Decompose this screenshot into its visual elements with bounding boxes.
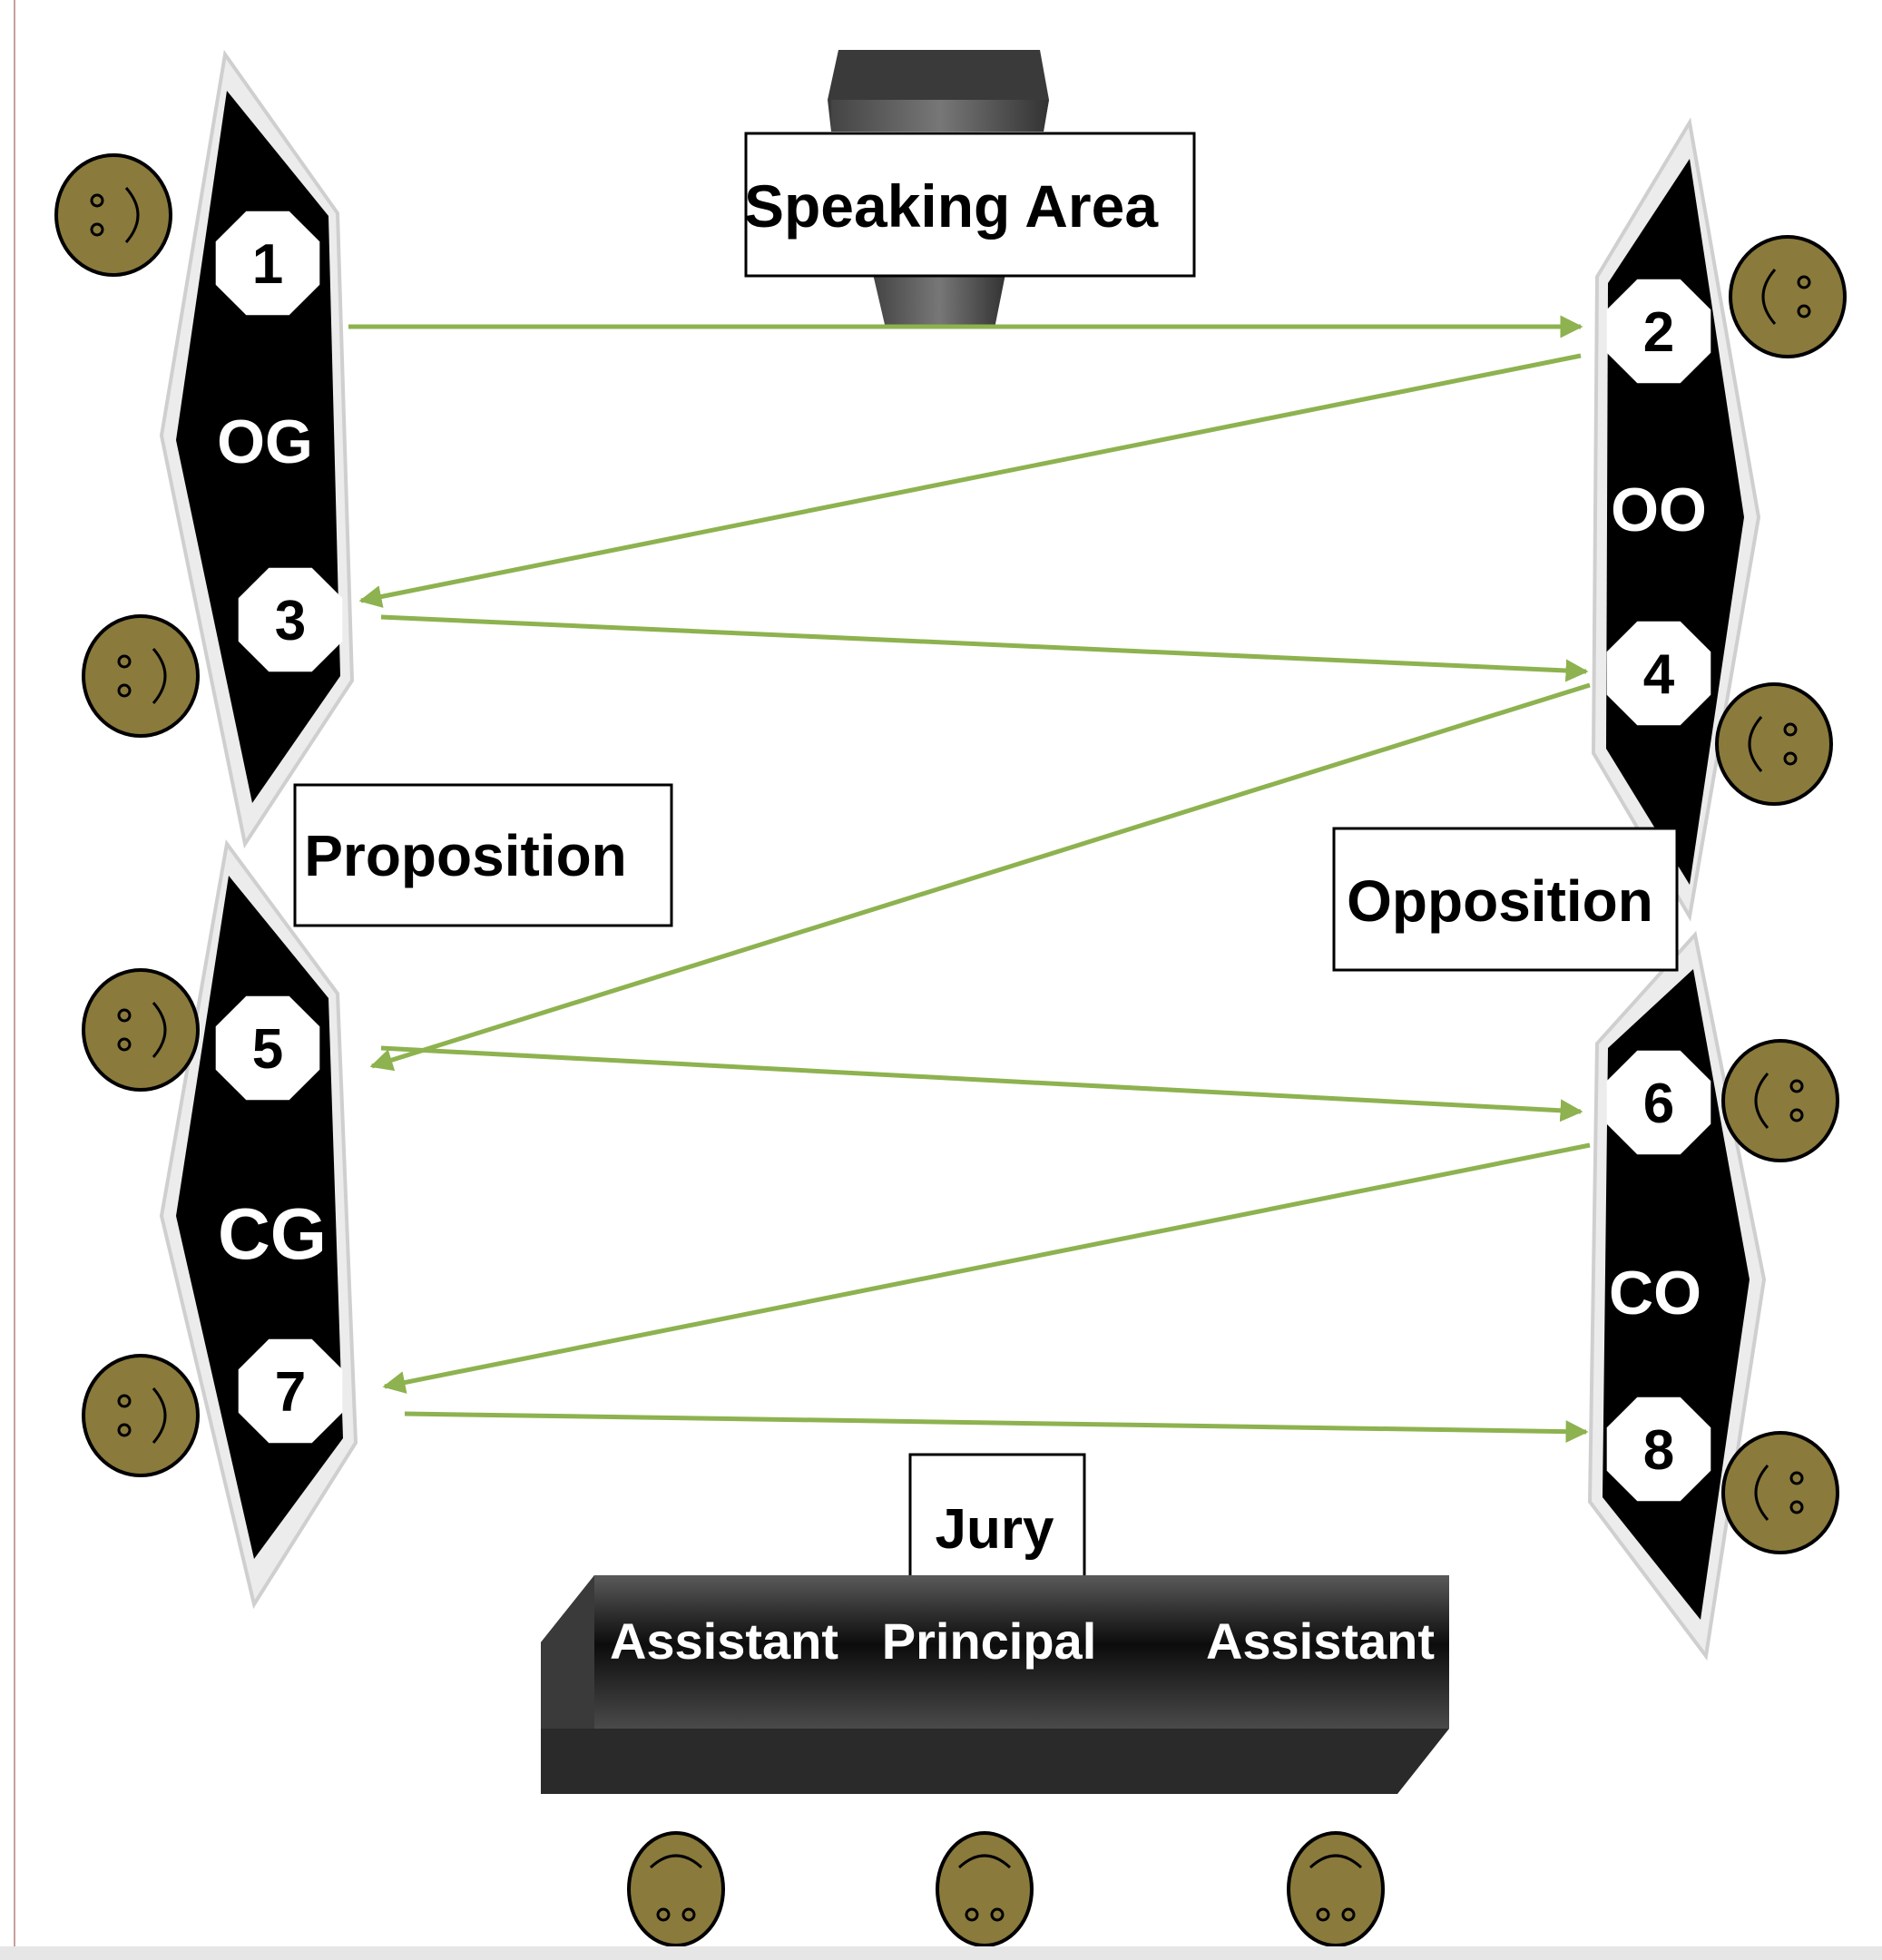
smiley-face-icon <box>1287 1831 1385 1947</box>
team-label-oo: OO <box>1611 475 1707 544</box>
jury-assistant-right: Assistant <box>1206 1612 1435 1670</box>
speaker-number-5: 5 <box>252 1018 283 1081</box>
smiley-face-icon <box>1721 1039 1839 1162</box>
arrow-2-to-3 <box>358 353 1582 608</box>
smiley-face-icon <box>1715 682 1833 806</box>
proposition-label: Proposition <box>304 823 627 888</box>
speaker-badge-7: 7 <box>238 1338 343 1444</box>
arrow-3-to-4 <box>380 614 1589 682</box>
speaker-number-6: 6 <box>1643 1073 1674 1135</box>
arrow-7-to-8 <box>404 1411 1589 1444</box>
smiley-face-icon <box>1721 1431 1839 1554</box>
arrow-6-to-7 <box>382 1142 1591 1394</box>
speaker-badge-5: 5 <box>215 995 320 1101</box>
speaker-badge-6: 6 <box>1606 1050 1711 1155</box>
jury-label: Jury <box>936 1498 1054 1561</box>
speaker-number-4: 4 <box>1643 643 1675 706</box>
speaker-number-2: 2 <box>1643 301 1674 364</box>
speaker-number-8: 8 <box>1643 1419 1674 1482</box>
team-label-cg: CG <box>218 1193 327 1274</box>
smiley-face-icon <box>936 1831 1034 1947</box>
speaker-badge-4: 4 <box>1606 621 1711 726</box>
proposition-box: Proposition <box>293 783 673 927</box>
smiley-face-icon <box>82 1354 200 1477</box>
speaker-badge-2: 2 <box>1606 279 1711 384</box>
jury-box: Jury <box>908 1453 1086 1583</box>
team-label-co: CO <box>1609 1259 1701 1328</box>
smiley-face-icon <box>82 968 200 1092</box>
speaker-number-7: 7 <box>275 1361 306 1424</box>
speaker-badge-1: 1 <box>215 211 320 316</box>
speaker-number-1: 1 <box>252 233 283 296</box>
smiley-face-icon <box>82 614 200 738</box>
speaker-badge-8: 8 <box>1606 1396 1711 1502</box>
speaker-badges: 1 2 3 4 5 6 7 8 <box>215 211 1711 1502</box>
jury-principal: Principal <box>882 1612 1097 1670</box>
arrow-5-to-6 <box>380 1045 1583 1122</box>
bottom-strip <box>0 1946 1882 1960</box>
speaker-badge-3: 3 <box>238 567 343 672</box>
speaking-order-arrows <box>348 315 1591 1444</box>
podium-icon <box>828 50 1049 328</box>
team-label-og: OG <box>217 407 313 476</box>
speaking-area-box: Speaking Area <box>744 132 1196 278</box>
arrow-4-to-5 <box>369 682 1591 1072</box>
jury-assistant-left: Assistant <box>610 1612 838 1670</box>
opposition-label: Opposition <box>1347 868 1653 934</box>
speaker-number-3: 3 <box>275 590 306 652</box>
jury-desk: Assistant Principal Assistant <box>541 1575 1449 1794</box>
smiley-face-icon <box>54 153 172 277</box>
faces <box>54 153 1847 1947</box>
smiley-face-icon <box>1729 235 1847 358</box>
opposition-box: Opposition <box>1332 827 1679 972</box>
smiley-face-icon <box>627 1831 725 1947</box>
speaking-area-label: Speaking Area <box>744 172 1159 240</box>
